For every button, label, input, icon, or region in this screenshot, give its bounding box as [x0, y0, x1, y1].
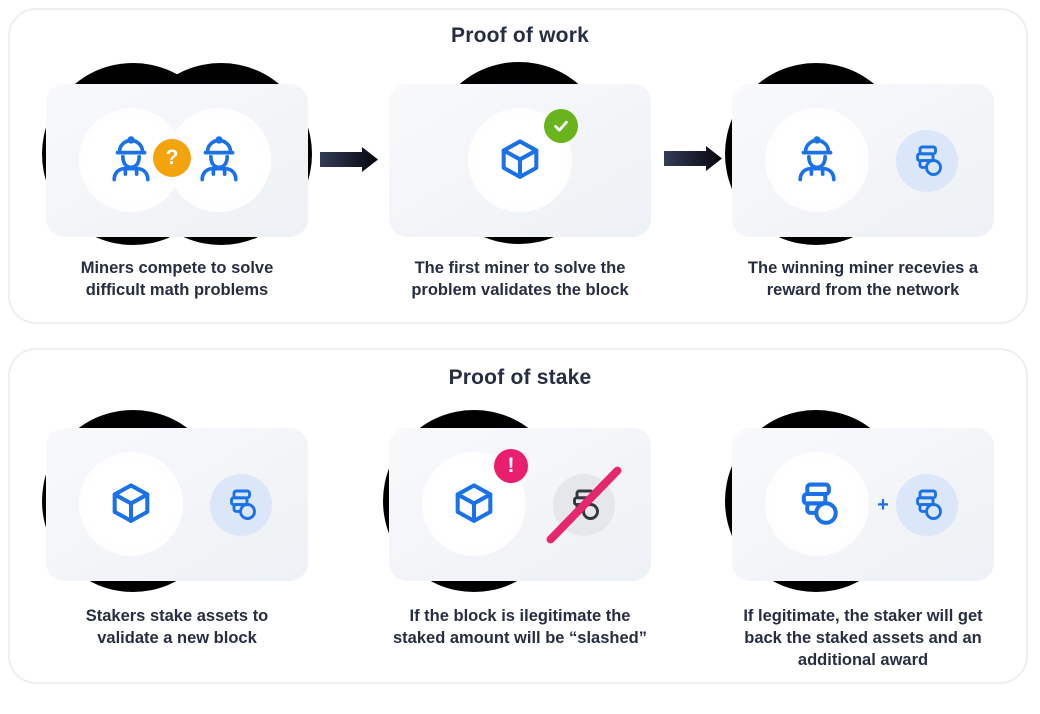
proof-of-stake-title: Proof of stake — [448, 366, 592, 389]
pow-step1-caption: Miners compete to solve difficult math p… — [80, 259, 274, 299]
arrow-right-icon — [664, 146, 722, 171]
stake-circle — [210, 474, 272, 536]
coins-icon — [916, 145, 942, 176]
block-cube-icon — [501, 139, 539, 179]
miner-icon — [112, 136, 150, 182]
proof-of-work-title: Proof of work — [451, 24, 589, 47]
icon-circle — [765, 452, 869, 556]
check-mark-icon — [554, 120, 568, 132]
miner-icon — [798, 136, 836, 182]
coins-icon — [916, 489, 942, 520]
icon-circle — [765, 108, 869, 212]
reward-circle — [896, 130, 958, 192]
award-circle — [896, 474, 958, 536]
pow-step1-card: ? — [46, 84, 308, 237]
pos-step3-card: + — [732, 428, 994, 581]
question-badge: ? — [153, 139, 191, 177]
pow-step3-card — [732, 84, 994, 237]
coins-icon — [801, 482, 838, 525]
pow-step2-caption: The first miner to solve the problem val… — [411, 259, 629, 299]
check-badge — [544, 109, 578, 143]
block-cube-icon — [455, 483, 493, 523]
miner-icon — [200, 136, 238, 182]
plus-icon: + — [877, 494, 889, 516]
arrow-right-icon — [320, 147, 378, 172]
pos-step1-caption: Stakers stake assets to validate a new b… — [85, 607, 269, 647]
pos-step1-card — [46, 428, 308, 581]
pow-step3-caption: The winning miner recevies a reward from… — [747, 259, 979, 299]
coins-icon — [230, 489, 256, 520]
exclamation-badge: ! — [494, 449, 528, 483]
pow-step2-card — [389, 84, 651, 237]
exclamation-mark: ! — [507, 454, 515, 477]
block-cube-icon — [112, 483, 150, 523]
pos-step3-caption: If legitimate, the staker will get back … — [743, 607, 983, 669]
question-mark: ? — [165, 146, 179, 169]
pos-step2-caption: If the block is ilegitimate the staked a… — [393, 607, 647, 647]
pos-step2-card: ! — [389, 428, 651, 581]
icon-circle — [79, 452, 183, 556]
